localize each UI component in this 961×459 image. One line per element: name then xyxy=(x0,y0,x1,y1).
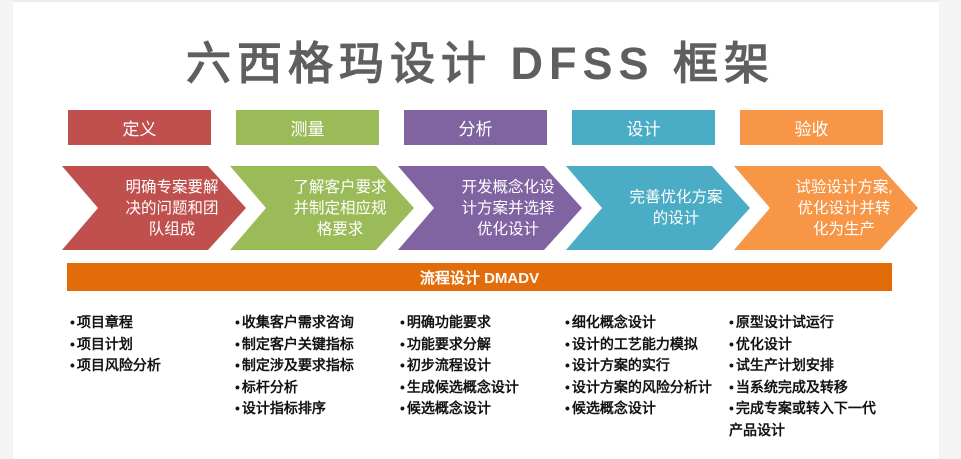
right-page-margin xyxy=(939,0,961,459)
task-column-define: 项目章程 项目计划 项目风险分析 xyxy=(70,312,230,377)
task-column-verify: 原型设计试运行 优化设计 试生产计划安排 当系统完成及转移 完成专案或转入下一代… xyxy=(729,312,881,441)
arrow-text-line: 并制定相应规 xyxy=(293,199,387,217)
task-item: 标杆分析 xyxy=(235,377,400,399)
arrow-text-line: 队组成 xyxy=(148,220,196,238)
task-item: 制定客户关键指标 xyxy=(235,334,400,356)
process-banner: 流程设计 DMADV xyxy=(67,263,892,291)
task-item: 完成专案或转入下一代产品设计 xyxy=(729,398,881,441)
arrow-text-line: 优化设计并转 xyxy=(797,199,891,217)
phase-arrow-define: 明确专案要解 决的问题和团 队组成 xyxy=(62,166,246,250)
arrow-text-line: 化为生产 xyxy=(812,220,875,238)
task-item: 候选概念设计 xyxy=(565,398,737,420)
phase-box-measure: 测量 xyxy=(236,110,379,145)
task-item: 设计方案的风险分析计 xyxy=(565,377,737,399)
task-item: 项目风险分析 xyxy=(70,355,230,377)
phase-box-verify: 验收 xyxy=(740,110,883,145)
task-item: 生成候选概念设计 xyxy=(400,377,565,399)
task-item: 收集客户需求咨询 xyxy=(235,312,400,334)
task-item: 设计指标排序 xyxy=(235,398,400,420)
top-edge-line xyxy=(0,0,961,2)
task-item: 初步流程设计 xyxy=(400,355,565,377)
phase-arrow-design: 完善优化方案 的设计 xyxy=(566,166,750,250)
arrow-text-line: 完善优化方案 xyxy=(629,189,723,206)
arrow-text-line: 明确专案要解 xyxy=(125,178,219,196)
task-item: 优化设计 xyxy=(729,334,881,356)
phase-box-analyze: 分析 xyxy=(404,110,547,145)
task-item: 制定涉及要求指标 xyxy=(235,355,400,377)
phase-arrow-verify: 试验设计方案, 优化设计并转 化为生产 xyxy=(734,166,918,250)
task-column-measure: 收集客户需求咨询 制定客户关键指标 制定涉及要求指标 标杆分析 设计指标排序 xyxy=(235,312,400,420)
page-title: 六西格玛设计 DFSS 框架 xyxy=(185,38,776,89)
task-item: 项目计划 xyxy=(70,334,230,356)
phase-box-design: 设计 xyxy=(572,110,715,145)
arrow-text-line: 开发概念化设 xyxy=(461,178,555,196)
arrow-text-line: 优化设计 xyxy=(476,220,539,238)
task-item: 试生产计划安排 xyxy=(729,355,881,377)
phase-box-define: 定义 xyxy=(68,110,211,145)
phase-arrow-analyze: 开发概念化设 计方案并选择 优化设计 xyxy=(398,166,582,250)
task-item: 功能要求分解 xyxy=(400,334,565,356)
task-item: 项目章程 xyxy=(70,312,230,334)
task-item: 设计的工艺能力模拟 xyxy=(565,334,737,356)
arrow-text-line: 格要求 xyxy=(316,220,364,238)
arrow-text-line: 试验设计方案, xyxy=(795,178,893,196)
task-item: 细化概念设计 xyxy=(565,312,737,334)
arrow-text-line: 的设计 xyxy=(652,210,700,227)
arrow-text-line: 计方案并选择 xyxy=(461,199,555,217)
task-item: 原型设计试运行 xyxy=(729,312,881,334)
arrow-text-line: 了解客户要求 xyxy=(293,178,387,196)
task-column-analyze: 明确功能要求 功能要求分解 初步流程设计 生成候选概念设计 候选概念设计 xyxy=(400,312,565,420)
arrow-text-line: 决的问题和团 xyxy=(125,199,219,217)
phase-arrow-measure: 了解客户要求 并制定相应规 格要求 xyxy=(230,166,414,250)
task-item: 明确功能要求 xyxy=(400,312,565,334)
task-item: 候选概念设计 xyxy=(400,398,565,420)
task-column-design: 细化概念设计 设计的工艺能力模拟 设计方案的实行 设计方案的风险分析计 候选概念… xyxy=(565,312,737,420)
task-item: 当系统完成及转移 xyxy=(729,377,881,399)
task-item: 设计方案的实行 xyxy=(565,355,737,377)
left-page-margin xyxy=(0,0,13,459)
